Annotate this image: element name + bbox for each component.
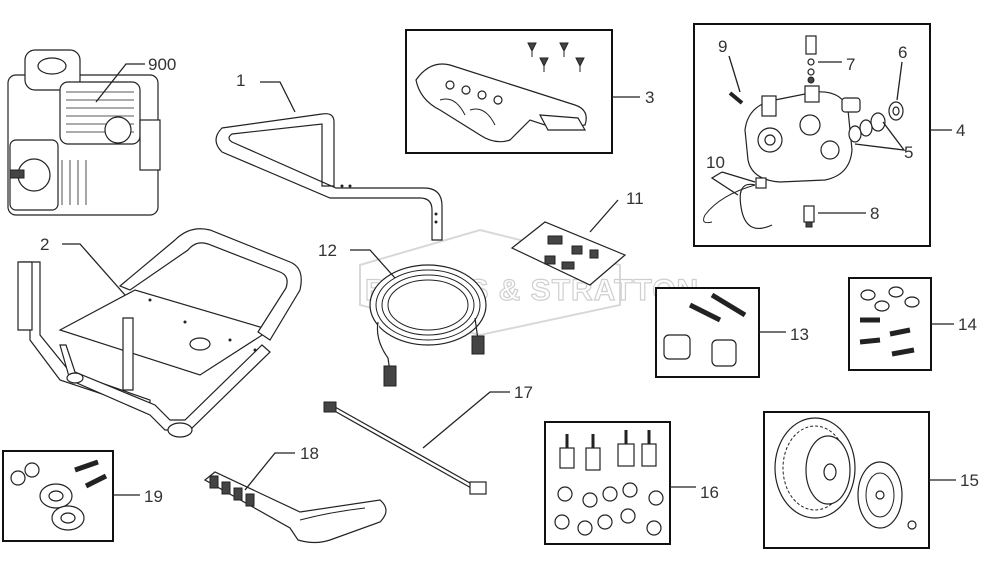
- gun-18: [203, 471, 387, 544]
- callout-2: 1: [236, 71, 245, 90]
- callout-6: 6: [898, 43, 907, 62]
- box-13: [655, 287, 760, 378]
- pump-4: [703, 35, 904, 229]
- handle-2: [215, 113, 443, 241]
- callout-4: 4: [956, 121, 965, 140]
- callout-8: 8: [870, 204, 879, 223]
- hardware-19: [10, 459, 108, 531]
- callout-10: 10: [706, 153, 725, 172]
- hose-12: [369, 264, 487, 387]
- callout-900: 900: [148, 55, 176, 74]
- callout-11: 11: [626, 189, 644, 208]
- engine-900: [7, 49, 161, 216]
- hardware-16: [554, 430, 664, 536]
- callout-1: 2: [40, 235, 49, 254]
- callout-16: 16: [700, 483, 719, 502]
- callout-3: 3: [645, 88, 654, 107]
- callout-7: 7: [846, 55, 855, 74]
- callout-17: 17: [514, 383, 533, 402]
- bag-11: [510, 221, 627, 286]
- callout-19: 19: [144, 487, 163, 506]
- frame-1: [17, 228, 302, 438]
- callout-5: 5: [904, 143, 913, 162]
- hardware-13: [663, 292, 747, 367]
- lance-17: [323, 401, 487, 495]
- callout-15: 15: [960, 471, 979, 490]
- wheel-15: [774, 417, 917, 530]
- shroud-3: [415, 42, 587, 143]
- callout-12: 12: [318, 241, 337, 260]
- callout-13: 13: [790, 325, 809, 344]
- hardware-14: [859, 286, 920, 357]
- callout-14: 14: [958, 315, 977, 334]
- callout-9: 9: [718, 37, 727, 56]
- callout-18: 18: [300, 444, 319, 463]
